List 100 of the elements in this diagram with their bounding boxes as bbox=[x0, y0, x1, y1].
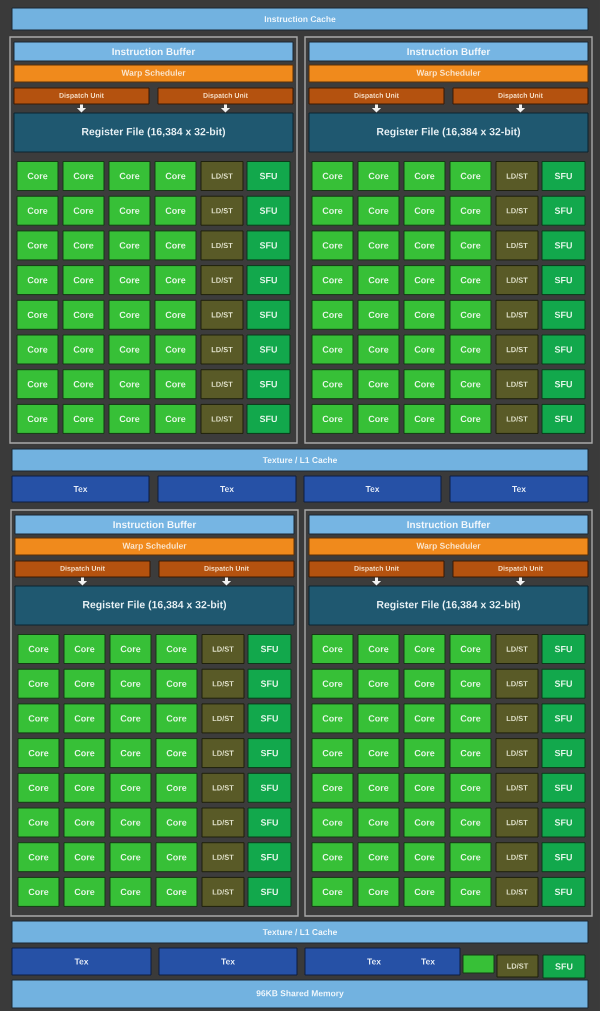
core-cell: Core bbox=[311, 265, 354, 296]
scheduler-bar: Warp Scheduler bbox=[14, 537, 295, 556]
core-cell: Core bbox=[154, 334, 197, 365]
core-cell: Core bbox=[357, 807, 400, 838]
sfu-cell: SFU bbox=[542, 954, 586, 979]
core-cell: Core bbox=[311, 161, 354, 191]
core-cell: Core bbox=[16, 299, 59, 330]
core-cell: Core bbox=[109, 772, 152, 803]
tex-unit-box: Tex bbox=[11, 947, 152, 976]
core-cell: Core bbox=[449, 807, 492, 838]
sfu-cell: SFU bbox=[246, 265, 291, 296]
core-cell: Core bbox=[449, 403, 492, 434]
core-cell: Core bbox=[311, 230, 354, 261]
core-cell: Core bbox=[62, 265, 105, 296]
core-cell: Core bbox=[449, 876, 492, 907]
core-cell: Core bbox=[403, 876, 446, 907]
sfu-cell: SFU bbox=[246, 161, 291, 191]
core-cell: Core bbox=[155, 738, 198, 769]
core-cell: Core bbox=[155, 634, 198, 664]
shared-memory-bar: 96KB Shared Memory bbox=[11, 979, 589, 1009]
scheduler-bar: Warp Scheduler bbox=[308, 537, 589, 556]
core-cell: Core bbox=[62, 369, 105, 400]
core-cell: Core bbox=[357, 299, 400, 330]
core-cell: Core bbox=[154, 369, 197, 400]
core-cell: Core bbox=[403, 195, 446, 226]
sfu-cell: SFU bbox=[541, 403, 586, 434]
sfu-cell: SFU bbox=[246, 230, 291, 261]
tex-unit-box: Tex bbox=[158, 947, 298, 976]
core-cell: Core bbox=[449, 299, 492, 330]
buffer-bar: Instruction Buffer bbox=[13, 41, 294, 62]
core-cell: Core bbox=[403, 842, 446, 873]
core-cell: Core bbox=[449, 195, 492, 226]
sfu-cell: SFU bbox=[541, 230, 586, 261]
core-cell: Core bbox=[17, 703, 60, 734]
sfu-cell: SFU bbox=[246, 195, 291, 226]
sfu-cell: SFU bbox=[246, 299, 291, 330]
core-cell: Core bbox=[16, 403, 59, 434]
core-cell: Core bbox=[16, 230, 59, 261]
core-cell: Core bbox=[403, 265, 446, 296]
core-cell: Core bbox=[62, 334, 105, 365]
core-cell: Core bbox=[311, 195, 354, 226]
core-cell: Core bbox=[449, 738, 492, 769]
sfu-cell: SFU bbox=[541, 634, 586, 664]
core-cell: Core bbox=[449, 634, 492, 664]
sfu-cell: SFU bbox=[247, 876, 292, 907]
core-cell: Core bbox=[62, 230, 105, 261]
core-cell: Core bbox=[311, 703, 354, 734]
core-cell: Core bbox=[311, 876, 354, 907]
sfu-cell: SFU bbox=[246, 334, 291, 365]
sfu-cell: SFU bbox=[541, 334, 586, 365]
core-cell: Core bbox=[17, 876, 60, 907]
core-cell: Core bbox=[449, 230, 492, 261]
core-cell: Core bbox=[17, 634, 60, 664]
core-cell: Core bbox=[108, 230, 151, 261]
core-cell: Core bbox=[109, 738, 152, 769]
core-cell: Core bbox=[403, 807, 446, 838]
core-cell: Core bbox=[357, 738, 400, 769]
sfu-cell: SFU bbox=[541, 876, 586, 907]
tex-unit-box: Tex bbox=[157, 475, 297, 503]
scheduler-bar: Warp Scheduler bbox=[308, 64, 589, 83]
core-cell: Core bbox=[449, 265, 492, 296]
core-cell: Core bbox=[155, 807, 198, 838]
core-cell: Core bbox=[63, 668, 106, 699]
core-cell: Core bbox=[154, 230, 197, 261]
core-cell: Core bbox=[311, 369, 354, 400]
core-cell: Core bbox=[357, 703, 400, 734]
core-cell: Core bbox=[311, 299, 354, 330]
core-cell: Core bbox=[357, 842, 400, 873]
core-cell: Core bbox=[403, 703, 446, 734]
core-cell: Core bbox=[109, 807, 152, 838]
core-cell: Core bbox=[17, 842, 60, 873]
core-cell bbox=[462, 954, 495, 974]
core-cell: Core bbox=[63, 634, 106, 664]
core-cell: Core bbox=[63, 876, 106, 907]
core-cell: Core bbox=[357, 230, 400, 261]
core-cell: Core bbox=[357, 369, 400, 400]
cache-bar: Texture / L1 Cache bbox=[11, 920, 589, 944]
tex-unit-box: Tex bbox=[449, 475, 589, 503]
cache-bar: Instruction Cache bbox=[11, 7, 589, 31]
core-cell: Core bbox=[311, 807, 354, 838]
core-cell: Core bbox=[449, 369, 492, 400]
core-cell: Core bbox=[109, 703, 152, 734]
core-cell: Core bbox=[403, 634, 446, 664]
core-cell: Core bbox=[108, 265, 151, 296]
core-cell: Core bbox=[357, 876, 400, 907]
core-cell: Core bbox=[108, 161, 151, 191]
core-cell: Core bbox=[108, 369, 151, 400]
core-cell: Core bbox=[403, 668, 446, 699]
sfu-cell: SFU bbox=[247, 772, 292, 803]
core-cell: Core bbox=[16, 265, 59, 296]
core-cell: Core bbox=[109, 842, 152, 873]
core-cell: Core bbox=[311, 738, 354, 769]
core-cell: Core bbox=[403, 403, 446, 434]
sfu-cell: SFU bbox=[541, 299, 586, 330]
core-cell: Core bbox=[154, 403, 197, 434]
core-cell: Core bbox=[154, 299, 197, 330]
core-cell: Core bbox=[155, 842, 198, 873]
core-cell: Core bbox=[311, 668, 354, 699]
sfu-cell: SFU bbox=[541, 265, 586, 296]
core-cell: Core bbox=[17, 738, 60, 769]
